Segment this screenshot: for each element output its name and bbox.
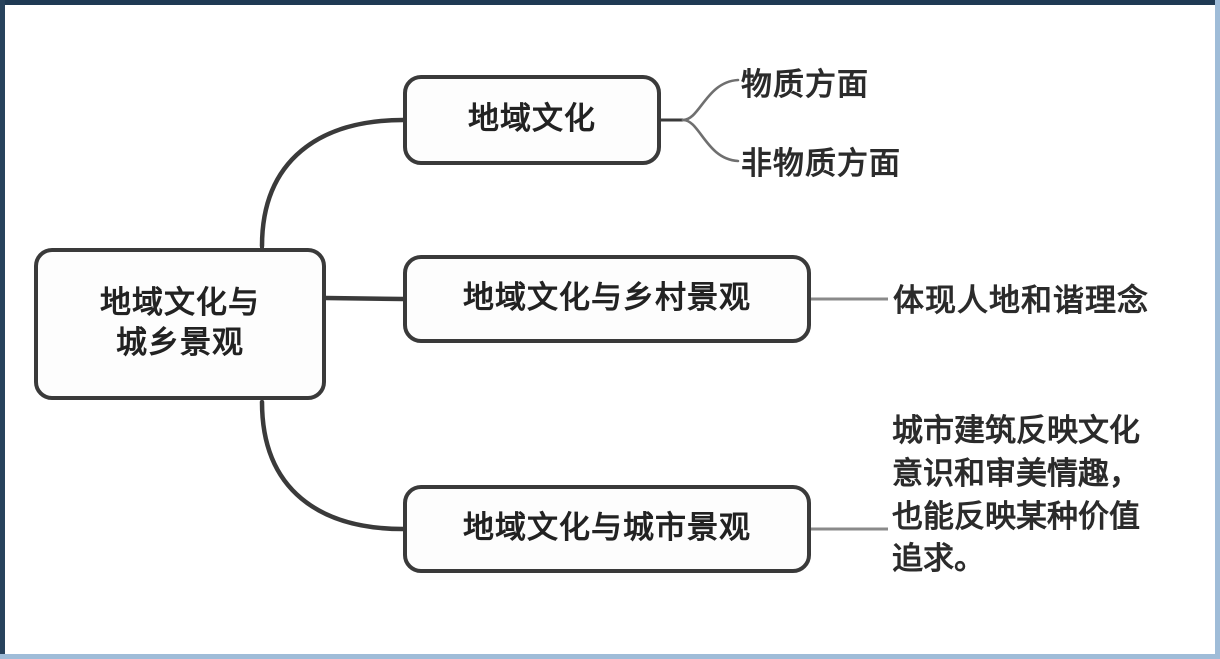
leaf-label-material-aspect: 物质方面 (741, 67, 869, 103)
node-branch-culture[interactable]: 地域文化 (403, 75, 661, 165)
node-branch-rural-landscape[interactable]: 地域文化与乡村景观 (403, 255, 811, 343)
node-branch-urban-landscape[interactable]: 地域文化与城市景观 (403, 485, 811, 573)
connector-root-to-rural (323, 295, 406, 302)
connector-culture-to-material (681, 78, 740, 122)
connector-culture-to-nonmaterial (681, 118, 740, 163)
leaf-label-urban-note: 城市建筑反映文化意识和审美情趣，也能反映某种价值追求。 (892, 413, 1140, 578)
node-root[interactable]: 地域文化与 城乡景观 (34, 248, 326, 400)
connector-root-to-culture (259, 117, 406, 249)
connector-root-to-urban (259, 399, 406, 532)
frame-left-border (0, 0, 5, 659)
leaf-label-nonmaterial-aspect: 非物质方面 (741, 146, 901, 182)
frame-right-border (1215, 0, 1220, 659)
leaf-label-rural-note: 体现人地和谐理念 (893, 283, 1149, 319)
frame-bottom-border (0, 654, 1220, 659)
frame-top-border (0, 0, 1220, 5)
